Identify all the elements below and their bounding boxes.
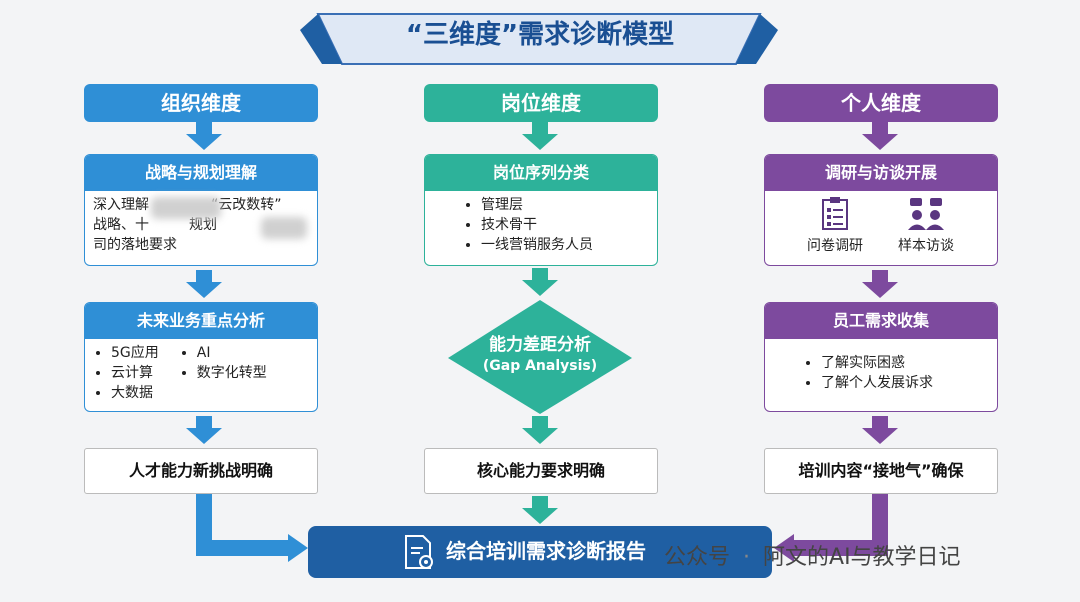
report-document-icon [405,535,433,569]
person-arrows [862,122,898,444]
list-item: 一线营销服务人员 [481,235,649,255]
watermark-author: 阿文的AI与教学日记 [763,545,961,570]
post-sequence-body: 管理层 技术骨干 一线营销服务人员 [425,191,657,259]
questionnaire-item: 问卷调研 [805,197,865,255]
post-sequence-title: 岗位序列分类 [425,155,657,191]
list-item: 了解个人发展诉求 [821,373,989,393]
business-focus-title: 未来业务重点分析 [85,303,317,339]
list-item: 了解实际困惑 [821,353,989,373]
org-arrows [186,122,222,444]
post-arrows [522,122,558,524]
person-dimension-header: 个人维度 [764,84,998,122]
demand-collection-title: 员工需求收集 [765,303,997,339]
gap-analysis-label: 能力差距分析 (Gap Analysis) [448,334,632,376]
watermark: 公众号 · 阿文的AI与教学日记 [664,539,961,571]
title-banner [300,13,778,65]
org-result-box: 人才能力新挑战明确 [84,448,318,494]
gap-analysis-diamond [448,300,632,414]
questionnaire-label: 问卷调研 [807,238,863,254]
post-result-box: 核心能力要求明确 [424,448,658,494]
person-to-report-connector [774,494,888,562]
strategy-text-2b: 规划 [189,217,217,233]
list-item: 云计算 [111,363,159,383]
interview-icon [908,198,944,230]
survey-card-title: 调研与访谈开展 [765,155,997,191]
post-dimension-header: 岗位维度 [424,84,658,122]
list-item: 技术骨干 [481,215,649,235]
demand-collection-body: 了解实际困惑 了解个人发展诉求 [765,339,997,397]
strategy-text-3: 司的落地要求 [93,237,177,253]
strategy-text-1a: 深入理解 [93,197,149,213]
business-focus-card: 未来业务重点分析 5G应用 云计算 大数据 AI 数字化转型 [84,302,318,412]
survey-card: 调研与访谈开展 问卷调研 样本访谈 [764,154,998,266]
business-focus-list-right: AI 数字化转型 [179,343,267,403]
list-item: AI [197,343,267,363]
list-item: 大数据 [111,383,159,403]
post-sequence-list: 管理层 技术骨干 一线营销服务人员 [463,195,649,255]
gap-analysis-title: 能力差距分析 [489,335,591,355]
person-result-box: 培训内容“接地气”确保 [764,448,998,494]
org-dimension-header: 组织维度 [84,84,318,122]
blur-mask [261,217,307,239]
post-sequence-card: 岗位序列分类 管理层 技术骨干 一线营销服务人员 [424,154,658,266]
report-title: 综合培训需求诊断报告 [446,539,646,563]
strategy-text-2a: 战略、十 [93,217,149,233]
watermark-separator: · [743,545,751,570]
watermark-channel: 公众号 [664,545,731,570]
gap-analysis-subtitle: (Gap Analysis) [482,358,598,374]
strategy-card-body: 深入理解 “云改数转” 战略、十 规划 司的落地要求 [85,191,317,259]
business-focus-list-left: 5G应用 云计算 大数据 [93,343,159,403]
interview-item: 样本访谈 [891,197,961,255]
list-item: 5G应用 [111,343,159,363]
strategy-text-1b: “云改数转” [211,197,282,213]
questionnaire-icon [822,197,848,230]
business-focus-body: 5G应用 云计算 大数据 AI 数字化转型 [85,339,317,407]
list-item: 数字化转型 [197,363,267,383]
report-box: 综合培训需求诊断报告 [308,526,772,578]
page-title: “三维度”需求诊断模型 [405,20,675,50]
interview-label: 样本访谈 [898,238,954,254]
list-item: 管理层 [481,195,649,215]
strategy-card-title: 战略与规划理解 [85,155,317,191]
org-to-report-connector [196,494,308,562]
blur-mask [151,197,221,219]
demand-collection-list: 了解实际困惑 了解个人发展诉求 [803,353,989,393]
strategy-card: 战略与规划理解 深入理解 “云改数转” 战略、十 规划 司的落地要求 [84,154,318,266]
demand-collection-card: 员工需求收集 了解实际困惑 了解个人发展诉求 [764,302,998,412]
